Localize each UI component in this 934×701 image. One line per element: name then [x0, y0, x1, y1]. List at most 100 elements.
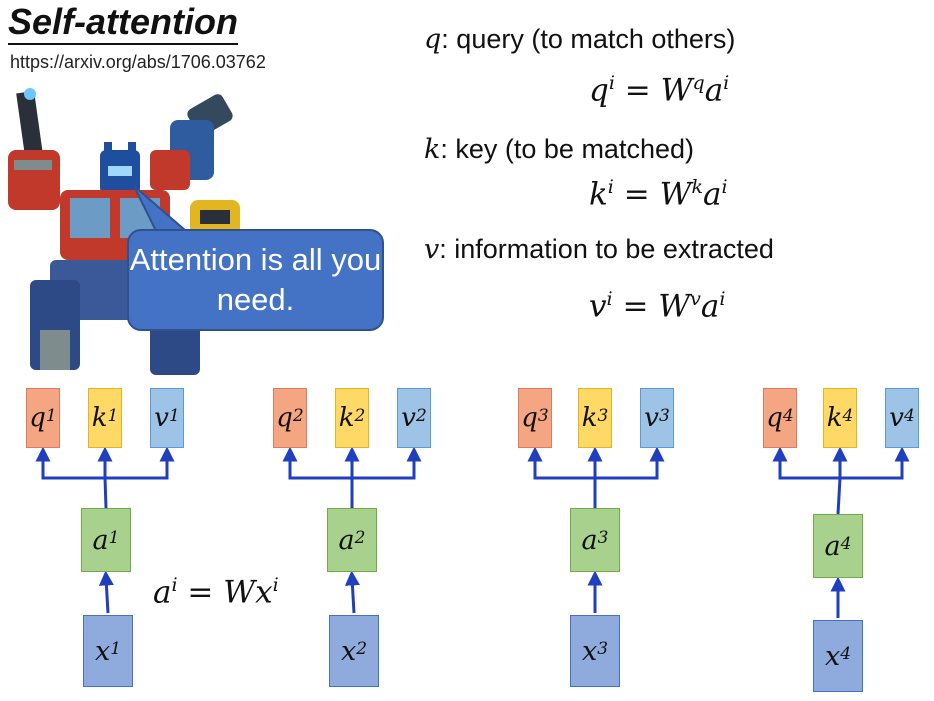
formula-input-sup: i [723, 72, 730, 94]
query-box-1-index: 1 [45, 406, 57, 426]
key-box-3-index: 3 [597, 406, 609, 426]
query-box-2-index: 2 [292, 406, 304, 426]
input-box-3-letter: x [581, 635, 598, 667]
key-box-4-index: 4 [842, 406, 854, 426]
input-box-2-letter: x [340, 635, 357, 667]
query-box-3-letter: q [521, 403, 538, 433]
query-formula: qi = Wqai [589, 72, 729, 108]
formula-index: i [607, 176, 614, 198]
query-box-4-index: 4 [782, 406, 794, 426]
formula-weight: W [659, 176, 692, 213]
key-box-4-letter: k [826, 403, 843, 433]
formula-equals: = [622, 288, 649, 325]
arrow-a-stem-4 [836, 477, 842, 515]
query-box-2-letter: q [276, 403, 293, 433]
input-box-1-index: 1 [110, 639, 122, 659]
key-description: : key (to be matched) [440, 134, 694, 164]
formula-weight-sup: k [691, 176, 703, 198]
value-box-4-letter: v [889, 403, 904, 433]
formula-weight: W [660, 72, 693, 109]
value-description: : information to be extracted [439, 234, 774, 264]
input-box-4-letter: x [824, 640, 841, 672]
query-box-4-letter: q [766, 403, 783, 433]
formula-equals: = [623, 176, 650, 213]
value-definition: v: information to be extracted [424, 234, 774, 265]
formula-input: a [704, 72, 724, 109]
input-box-3-index: 3 [597, 639, 609, 659]
value-box-2-index: 2 [415, 406, 427, 426]
formula-weight: W [658, 288, 691, 325]
key-definition: k: key (to be matched) [424, 134, 694, 165]
arrow-x-to-a-1 [98, 570, 114, 614]
embedding-box-4-letter: a [824, 530, 841, 562]
embedding-box-1-letter: a [92, 524, 109, 556]
arrow-a-stem-1 [103, 477, 108, 509]
embedding-box-3-index: 3 [597, 528, 609, 548]
input-box-2-index: 2 [356, 639, 368, 659]
formula-weight-sup: q [692, 72, 705, 94]
formula-lhs: a [153, 574, 172, 611]
arrow-x-to-a-2 [344, 570, 360, 614]
value-box-1-letter: v [154, 403, 169, 433]
formula-lhs: q [589, 72, 609, 109]
value-box-3-index: 3 [658, 406, 670, 426]
speech-bubble-text: Attention is all you need. [129, 242, 382, 317]
value-symbol: v [424, 234, 440, 265]
formula-lhs: k [589, 176, 608, 213]
key-box-1-letter: k [91, 403, 108, 433]
formula-input: a [700, 288, 720, 325]
formula-index: i [608, 72, 615, 94]
key-box-3-letter: k [581, 403, 598, 433]
query-symbol: q [424, 24, 442, 55]
input-box-1-letter: x [94, 635, 111, 667]
source-link[interactable]: https://arxiv.org/abs/1706.03762 [10, 52, 266, 72]
query-box-1-letter: q [29, 403, 46, 433]
key-formula: ki = Wkai [589, 176, 728, 212]
query-box-3-index: 3 [537, 406, 549, 426]
formula-lhs: v [589, 288, 607, 325]
embedding-box-2-letter: a [338, 524, 355, 556]
embedding-box-2-index: 2 [354, 528, 366, 548]
embedding-formula: ai = Wxi [153, 574, 279, 610]
key-box-2-letter: k [338, 403, 355, 433]
embedding-box-3-letter: a [581, 524, 598, 556]
formula-input-sup: i [719, 288, 726, 310]
formula-equals: = [187, 574, 214, 611]
key-box-1-index: 1 [107, 406, 119, 426]
value-formula: vi = Wvai [589, 288, 725, 324]
query-definition: q: query (to match others) [424, 24, 735, 55]
key-box-2-index: 2 [354, 406, 366, 426]
embedding-box-1-index: 1 [108, 528, 120, 548]
formula-equals: = [624, 72, 651, 109]
value-box-4-index: 4 [903, 406, 915, 426]
input-box-4-index: 4 [840, 644, 852, 664]
formula-index: i [606, 288, 613, 310]
formula-input: a [702, 176, 722, 213]
key-symbol: k [424, 134, 441, 165]
value-box-3-letter: v [644, 403, 659, 433]
embedding-box-4-index: 4 [840, 534, 852, 554]
formula-input-sup: i [721, 176, 728, 198]
formula-rhs-sup: i [272, 574, 279, 596]
query-description: : query (to match others) [441, 24, 736, 54]
speech-bubble: Attention is all you need. [127, 229, 384, 331]
